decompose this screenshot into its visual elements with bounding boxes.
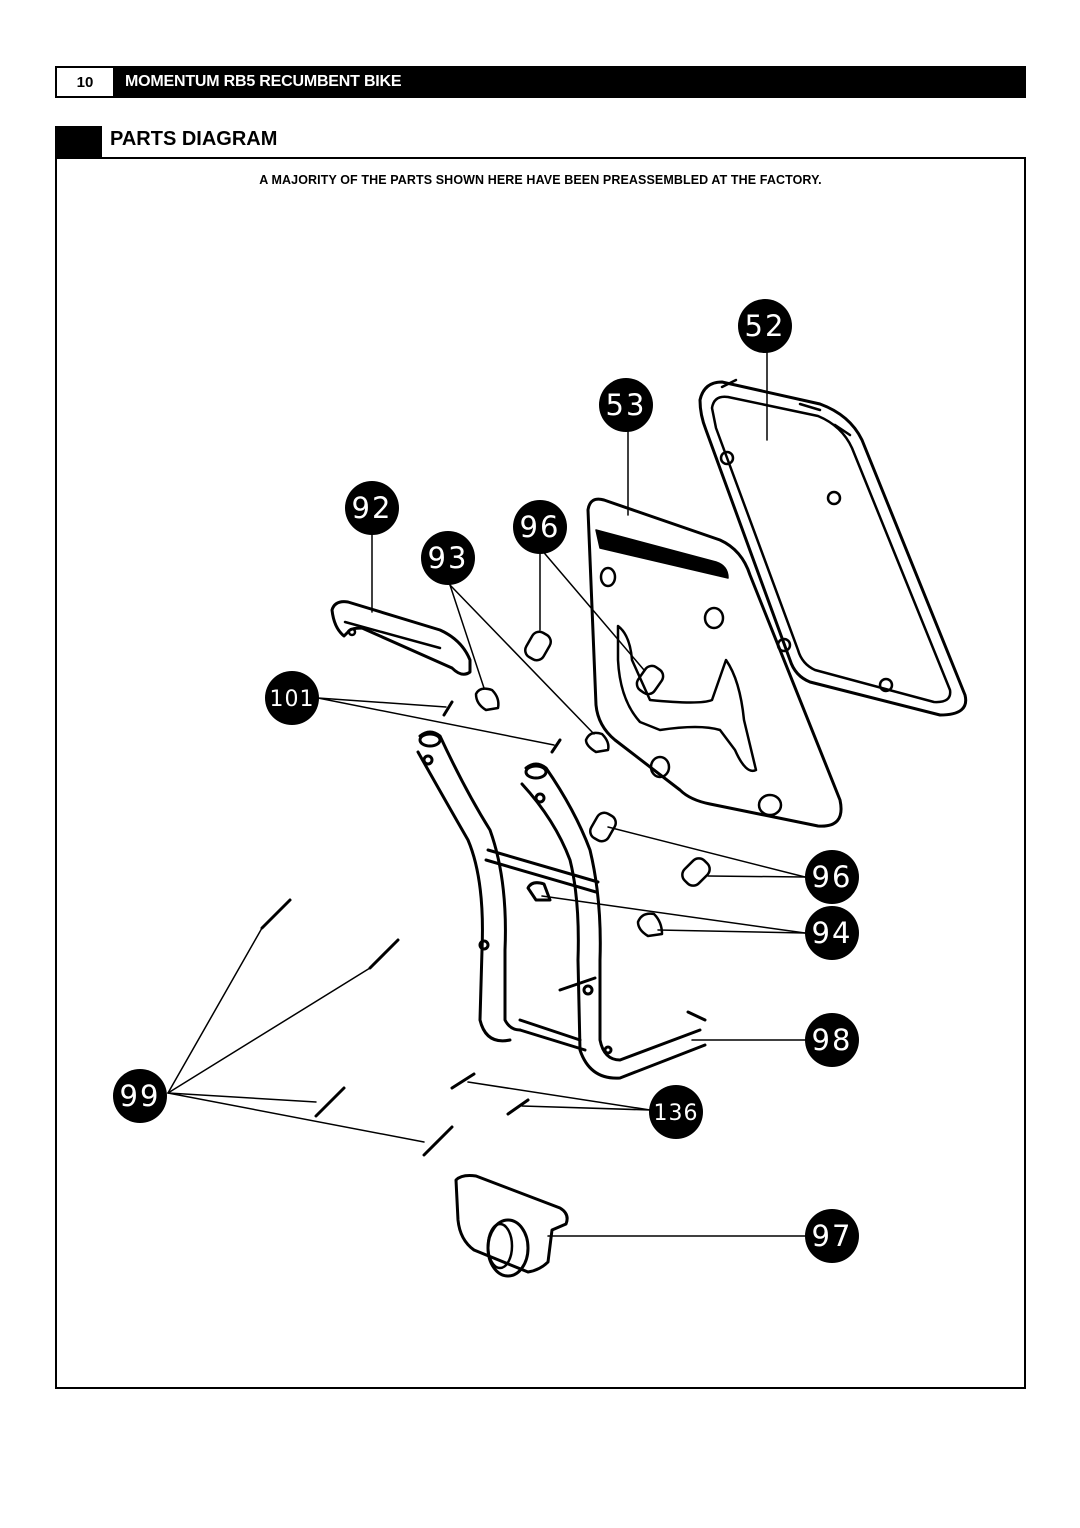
header-bar: 10 MOMENTUM RB5 RECUMBENT BIKE — [55, 66, 1026, 98]
callout-94: 94 — [805, 906, 859, 960]
svg-text:97: 97 — [812, 1219, 853, 1253]
leader-lines — [167, 344, 806, 1237]
callout-93: 93 — [421, 531, 475, 585]
svg-text:96: 96 — [520, 510, 561, 544]
svg-text:98: 98 — [812, 1023, 853, 1057]
page-number: 10 — [57, 68, 113, 96]
preassembled-note: A MAJORITY OF THE PARTS SHOWN HERE HAVE … — [259, 173, 822, 187]
screw-101 — [442, 700, 562, 754]
callout-97: 97 — [805, 1209, 859, 1263]
document-title: MOMENTUM RB5 RECUMBENT BIKE — [125, 73, 402, 90]
wheel-assembly-97 — [454, 1174, 569, 1278]
callout-92: 92 — [345, 481, 399, 535]
svg-text:92: 92 — [352, 491, 393, 525]
svg-text:53: 53 — [606, 388, 647, 422]
callout-52: 52 — [738, 299, 792, 353]
section-tab — [55, 126, 102, 158]
svg-text:52: 52 — [745, 309, 786, 343]
callout-96-upper: 96 — [513, 500, 567, 554]
callout-98: 98 — [805, 1013, 859, 1067]
seat-back-cushion — [698, 378, 968, 717]
svg-text:136: 136 — [654, 1101, 699, 1126]
seat-frame — [416, 730, 707, 1080]
callout-101: 101 — [265, 671, 319, 725]
svg-text:99: 99 — [120, 1079, 161, 1113]
callout-136: 136 — [649, 1085, 703, 1139]
end-cap-93 — [474, 687, 610, 754]
end-cap-94 — [636, 912, 664, 938]
seat-back-plate — [586, 497, 843, 828]
bushing-96 — [524, 630, 711, 887]
section-title: PARTS DIAGRAM — [110, 128, 278, 150]
svg-text:101: 101 — [270, 687, 315, 712]
callout-96-lower: 96 — [805, 850, 859, 904]
screw-99 — [260, 898, 454, 1157]
diagram-frame: A MAJORITY OF THE PARTS SHOWN HERE HAVE … — [55, 157, 1026, 1389]
seat-handle — [330, 600, 472, 676]
callout-99: 99 — [113, 1069, 167, 1123]
svg-text:93: 93 — [428, 541, 469, 575]
svg-text:94: 94 — [812, 916, 853, 950]
svg-text:96: 96 — [812, 860, 853, 894]
callout-53: 53 — [599, 378, 653, 432]
screw-136 — [450, 1072, 530, 1116]
